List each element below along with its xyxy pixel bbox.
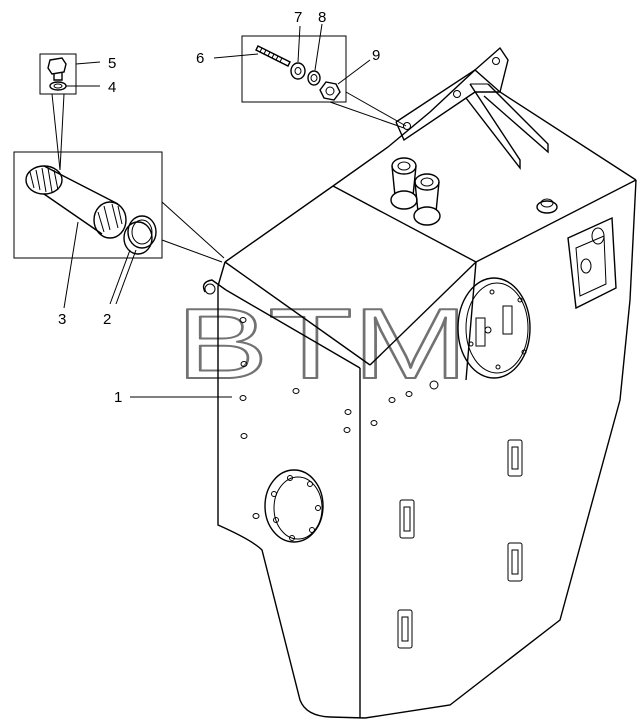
callout-4: 4 <box>108 79 116 96</box>
front-round-cover <box>457 277 531 379</box>
side-bracket <box>567 216 617 310</box>
left-face-holes <box>239 317 352 519</box>
callout-6: 6 <box>196 50 204 67</box>
tank-body <box>202 46 637 719</box>
callout-3: 3 <box>58 311 66 328</box>
top-mount-bracket <box>395 46 549 171</box>
watermark: BTM <box>176 288 468 400</box>
callout-8: 8 <box>318 9 326 26</box>
front-slots <box>397 439 523 649</box>
detail-box-fasteners <box>241 35 407 129</box>
top-fittings <box>390 157 441 226</box>
left-round-cover <box>264 469 324 543</box>
detail-box-plug <box>39 53 77 171</box>
callout-2: 2 <box>103 311 111 328</box>
callout-leaders <box>63 23 371 398</box>
filler-cap <box>536 198 558 214</box>
callout-7: 7 <box>294 9 302 26</box>
detail-box-filler-neck <box>13 151 225 263</box>
callout-5: 5 <box>108 55 116 72</box>
callout-9: 9 <box>372 47 380 64</box>
callout-1: 1 <box>114 389 122 406</box>
